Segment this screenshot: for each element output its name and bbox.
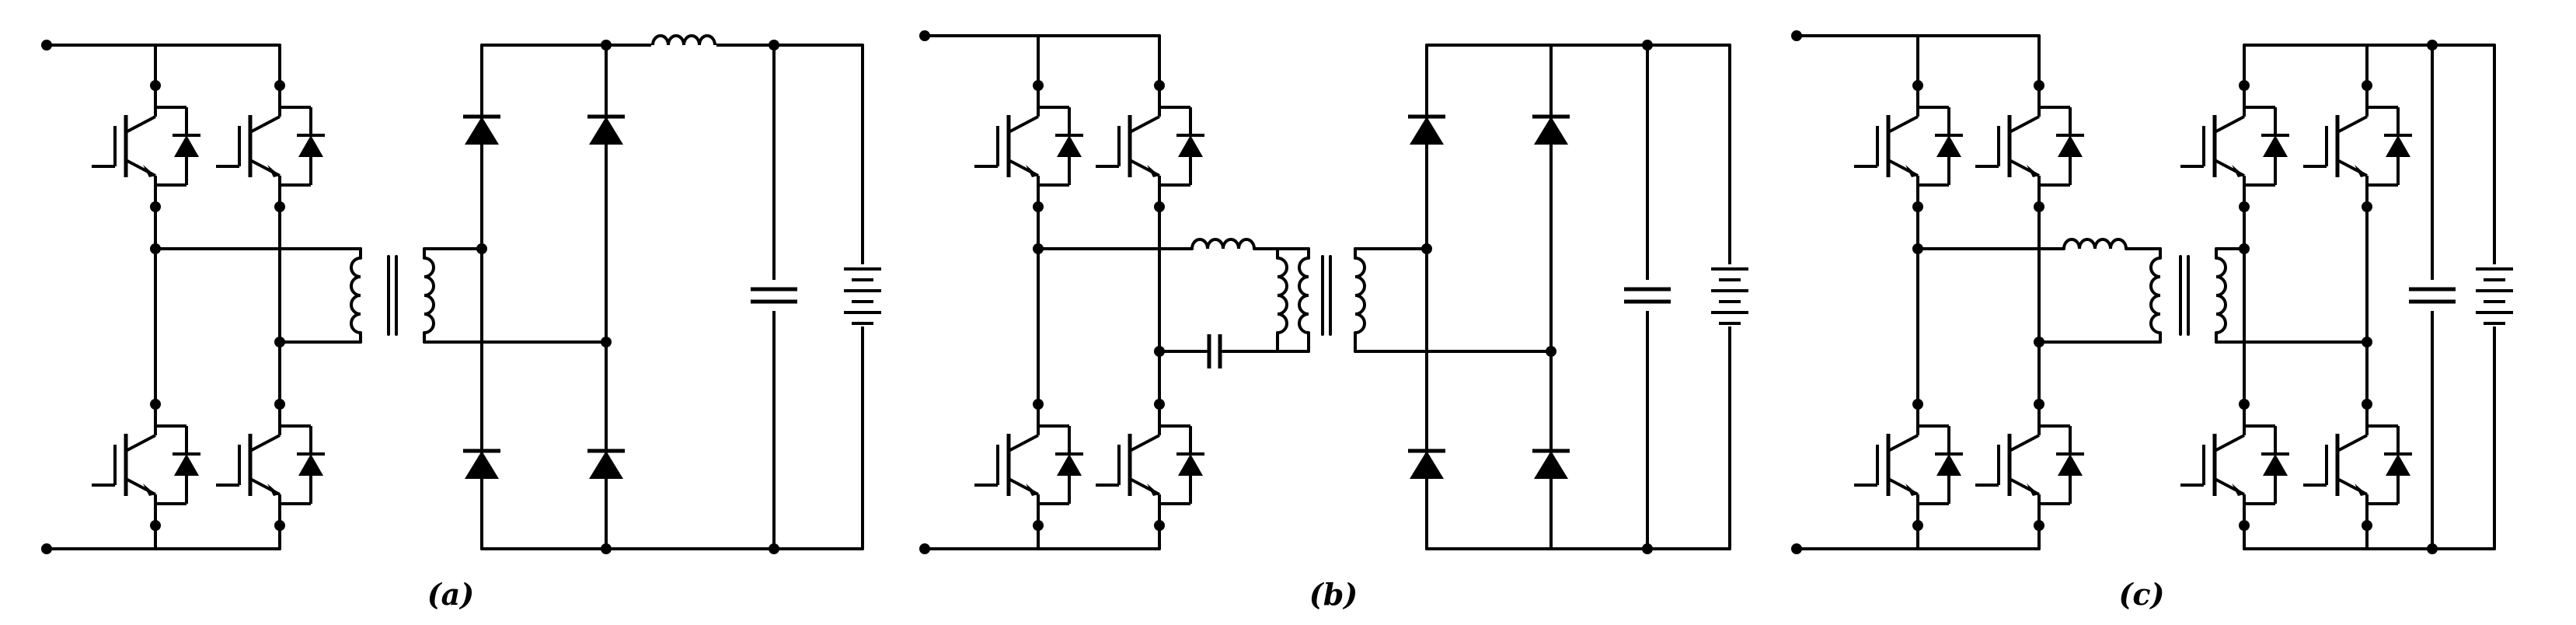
series-capacitor-b [1207, 334, 1222, 368]
diodes-b [1408, 117, 1570, 479]
caption-a: (a) [427, 577, 475, 612]
diodes-a [463, 117, 625, 479]
switches-c-primary [1854, 86, 2084, 525]
igbt-a1 [92, 86, 200, 207]
parallel-inductor-b [1276, 257, 1288, 334]
switches-a [92, 86, 325, 525]
circuit-b [923, 34, 1731, 550]
igbt-a2 [216, 86, 325, 207]
caption-c: (c) [2118, 577, 2164, 612]
series-inductor-c [2062, 238, 2128, 250]
switches-c-secondary [2180, 86, 2412, 525]
circuit-a [45, 44, 864, 550]
junction-dots [41, 30, 2438, 554]
igbt-a4 [216, 404, 325, 525]
caption-b: (b) [1309, 577, 1358, 612]
series-inductor-b [1190, 238, 1256, 250]
transformer-a [350, 257, 435, 334]
switches-b [974, 86, 1204, 525]
igbt-a3 [92, 404, 200, 525]
